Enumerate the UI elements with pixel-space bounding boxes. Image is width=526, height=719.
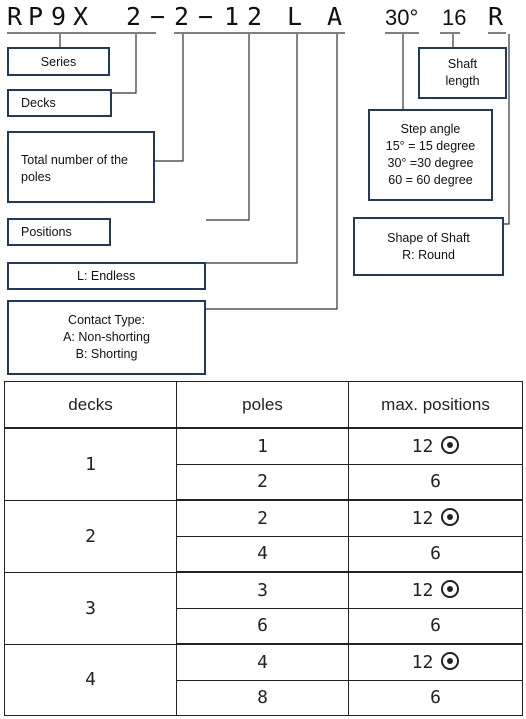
max-positions-cell: 6: [348, 607, 523, 645]
max-positions-value: 12: [411, 651, 434, 673]
code-char-poles: 2: [174, 2, 190, 31]
decks-cell: 1: [4, 427, 177, 501]
step-angle-line-3: 30° =30 degree: [387, 156, 474, 170]
leader-lines: [7, 32, 510, 310]
table-row: 6 6: [5, 607, 523, 645]
table-row: 4 4 12: [4, 643, 523, 716]
max-positions-cell: 6: [348, 535, 523, 573]
code-char-l: L: [287, 2, 303, 31]
shaft-shape-line-2: R: Round: [402, 247, 455, 262]
deck-pole-position-table: decks poles max. positions 1 1 12 2 6 2 …: [4, 381, 523, 716]
decks-cell: 2: [4, 499, 177, 573]
contact-type-line-3: B: Shorting: [75, 347, 138, 361]
max-positions-cell: 12: [348, 643, 523, 681]
code-shaft-shape: R: [488, 2, 504, 31]
shaft-length-line-1: Shaft: [447, 57, 478, 71]
table-row: 8 6: [5, 679, 523, 716]
max-positions-value: 12: [411, 579, 434, 601]
max-positions-value: 12: [411, 507, 434, 529]
endless-label: L: Endless: [77, 269, 136, 283]
code-char-dash-2: −: [198, 2, 214, 31]
table-header-row: decks poles max. positions: [4, 381, 523, 429]
max-positions-cell: 12: [348, 571, 523, 609]
series-label: Series: [40, 54, 77, 69]
max-positions-cell: 6: [348, 679, 523, 716]
decks-label: Decks: [21, 96, 56, 110]
contact-type-line-1: Contact Type:: [68, 313, 145, 327]
series-box: Series: [7, 47, 110, 76]
code-char-x: X: [73, 2, 89, 31]
step-angle-line-1: Step angle: [400, 122, 461, 136]
poles-cell: 6: [176, 607, 349, 645]
poles-label-line-1: Total number of the: [21, 153, 129, 167]
decks-cell: 3: [4, 571, 177, 645]
positions-box: Positions: [7, 218, 111, 246]
contact-type-box: Contact Type: A: Non-shorting B: Shortin…: [7, 300, 206, 375]
circled-dot-icon: [441, 435, 460, 454]
decks-cell: 4: [4, 643, 177, 716]
code-char-9: 9: [51, 2, 67, 31]
part-number-diagram: R P 9 X 2 − 2 − 1 2 L A 30° 16 R Series …: [7, 2, 510, 375]
header-max-positions: max. positions: [348, 381, 523, 429]
code-char-a: A: [327, 2, 343, 31]
shaft-shape-line-1: Shape of Shaft: [387, 230, 470, 245]
code-char-positions-2: 2: [247, 2, 263, 31]
code-char-r: R: [7, 2, 23, 31]
table-row: 3 3 12: [4, 571, 523, 645]
shaft-length-box: Shaft length: [418, 47, 507, 99]
max-positions-value: 12: [411, 435, 434, 457]
decks-box: Decks: [7, 89, 112, 117]
code-char-dash-1: −: [150, 2, 166, 31]
poles-cell: 2: [176, 499, 349, 537]
table-row: 2 2 12: [4, 499, 523, 573]
shaft-shape-box: Shape of Shaft R: Round: [353, 217, 504, 276]
poles-box: Total number of the poles: [7, 131, 155, 203]
max-positions-cell: 12: [348, 499, 523, 537]
poles-label-line-2: poles: [21, 170, 51, 184]
table-row: 4 6: [5, 535, 523, 573]
code-shaft-length: 16: [442, 5, 467, 30]
shaft-length-line-2: length: [445, 74, 480, 88]
step-angle-line-2: 15° = 15 degree: [385, 139, 476, 153]
table-row: 2 6: [5, 463, 523, 501]
code-step-angle: 30°: [385, 5, 419, 30]
table-row: 1 1 12: [4, 427, 523, 501]
poles-cell: 4: [176, 535, 349, 573]
header-poles: poles: [176, 381, 349, 429]
poles-cell: 3: [176, 571, 349, 609]
max-positions-cell: 12: [348, 427, 523, 465]
contact-type-line-2: A: Non-shorting: [63, 330, 150, 344]
code-char-decks: 2: [126, 2, 142, 31]
header-decks: decks: [4, 381, 177, 429]
positions-label: Positions: [21, 225, 72, 239]
poles-cell: 1: [176, 427, 349, 465]
circled-dot-icon: [441, 651, 460, 670]
poles-cell: 2: [176, 463, 349, 501]
poles-cell: 8: [176, 679, 349, 716]
circled-dot-icon: [441, 507, 460, 526]
max-positions-cell: 6: [348, 463, 523, 501]
step-angle-line-4: 60 = 60 degree: [388, 173, 473, 187]
poles-cell: 4: [176, 643, 349, 681]
code-char-p: P: [28, 2, 44, 31]
step-angle-box: Step angle 15° = 15 degree 30° =30 degre…: [368, 109, 493, 201]
code-char-positions-1: 1: [224, 2, 240, 31]
endless-box: L: Endless: [7, 262, 206, 290]
circled-dot-icon: [441, 579, 460, 598]
